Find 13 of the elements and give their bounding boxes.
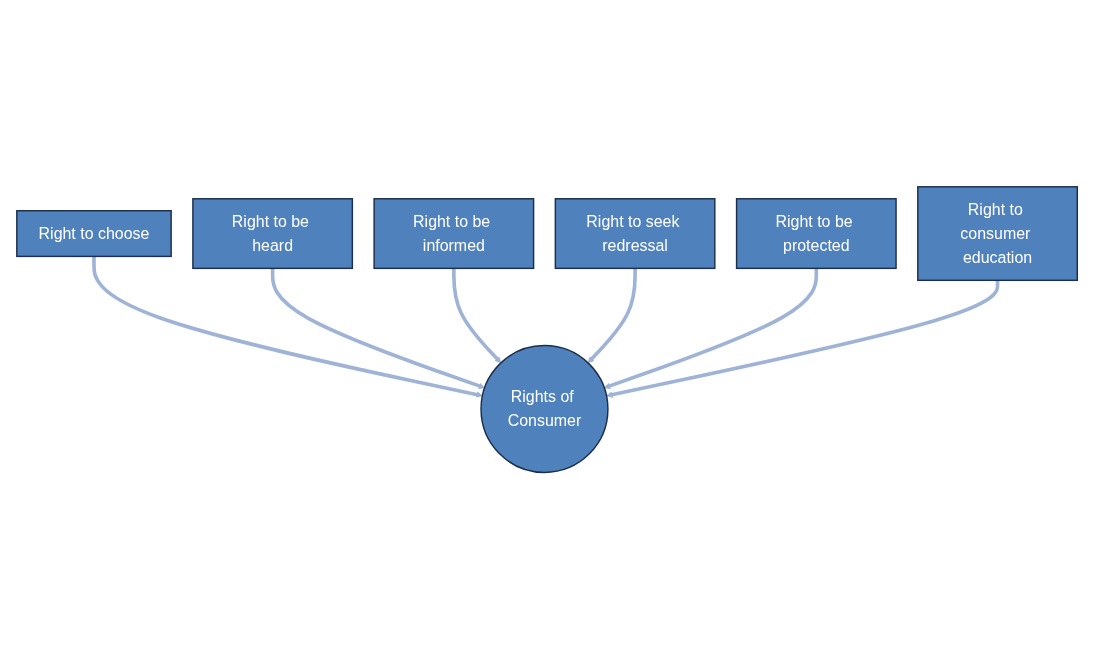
node-box: Right to choose [16, 209, 172, 257]
node-box: Right to seek redressal [554, 197, 716, 269]
node-box: Right to be protected [735, 197, 897, 269]
arrow [606, 280, 1000, 398]
arrow [603, 268, 819, 389]
arrow [270, 268, 485, 389]
node-circle: Rights of Consumer [480, 344, 609, 474]
arrow [587, 268, 637, 364]
node-box: Right to consumer education [917, 185, 1078, 281]
arrow [452, 268, 502, 364]
arrow [92, 256, 483, 398]
node-box: Right to be heard [192, 197, 354, 269]
node-box: Right to be informed [373, 197, 535, 269]
